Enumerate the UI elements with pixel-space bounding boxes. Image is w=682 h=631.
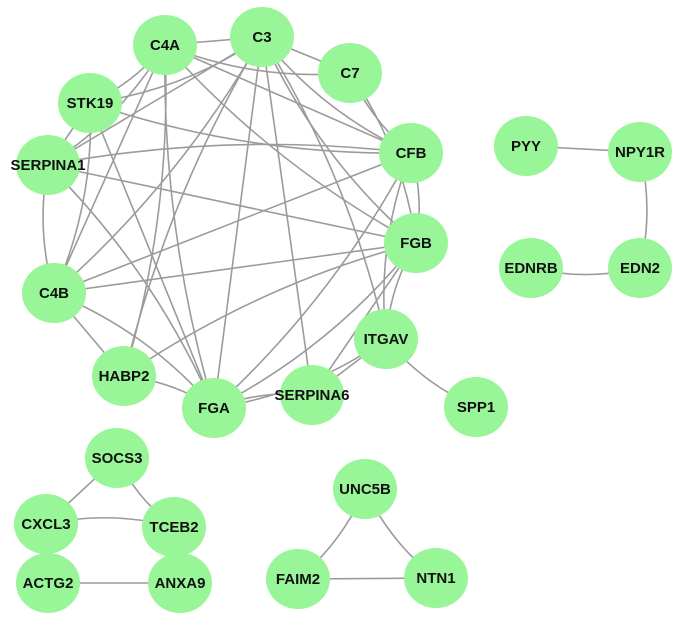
node-fgb[interactable]: FGB	[384, 213, 448, 273]
node-c3[interactable]: C3	[230, 7, 294, 67]
edge-cfb-c4b	[53, 152, 412, 294]
node-label: CXCL3	[21, 516, 70, 533]
node-label: C4A	[150, 37, 180, 54]
node-ellipse	[182, 378, 246, 438]
node-ellipse	[608, 238, 672, 298]
edge-fgb-fga	[213, 242, 417, 409]
edge-fgb-c4b	[53, 242, 417, 294]
node-label: TCEB2	[149, 519, 198, 536]
node-pyy[interactable]: PYY	[494, 116, 558, 176]
edge-cfb-serpina1	[47, 143, 412, 166]
node-ellipse	[379, 123, 443, 183]
node-ellipse	[14, 494, 78, 554]
node-label: SOCS3	[92, 450, 143, 467]
node-label: SERPINA1	[10, 157, 85, 174]
node-label: ITGAV	[364, 331, 409, 348]
edge-cfb-fga	[213, 152, 412, 409]
node-faim2[interactable]: FAIM2	[266, 549, 330, 609]
node-ellipse	[16, 553, 80, 613]
node-label: SPP1	[457, 399, 495, 416]
node-ellipse	[494, 116, 558, 176]
node-cfb[interactable]: CFB	[379, 123, 443, 183]
node-serpina1[interactable]: SERPINA1	[10, 135, 86, 195]
node-label: ANXA9	[155, 575, 206, 592]
node-label: FGB	[400, 235, 432, 252]
node-ellipse	[92, 346, 156, 406]
node-ellipse	[404, 548, 468, 608]
node-ellipse	[499, 238, 563, 298]
node-npy1r[interactable]: NPY1R	[608, 122, 672, 182]
node-label: PYY	[511, 138, 541, 155]
node-anxa9[interactable]: ANXA9	[148, 553, 212, 613]
node-ellipse	[384, 213, 448, 273]
edge-stk19-fga	[89, 102, 215, 409]
edge-serpina1-fga	[47, 164, 215, 409]
node-ellipse	[133, 15, 197, 75]
node-ellipse	[608, 122, 672, 182]
edge-serpina1-fgb	[47, 164, 417, 244]
node-edn2[interactable]: EDN2	[608, 238, 672, 298]
node-unc5b[interactable]: UNC5B	[333, 459, 397, 519]
node-label: NTN1	[416, 570, 455, 587]
node-label: UNC5B	[339, 481, 391, 498]
node-label: NPY1R	[615, 144, 665, 161]
node-ellipse	[142, 497, 206, 557]
node-itgav[interactable]: ITGAV	[354, 309, 418, 369]
edge-c3-habp2	[123, 36, 263, 377]
node-ellipse	[333, 459, 397, 519]
node-ellipse	[354, 309, 418, 369]
edge-c4a-c4b	[53, 44, 166, 294]
edge-fgb-habp2	[123, 242, 417, 377]
node-spp1[interactable]: SPP1	[444, 377, 508, 437]
node-ellipse	[280, 365, 344, 425]
node-ellipse	[58, 73, 122, 133]
node-serpina6[interactable]: SERPINA6	[274, 365, 350, 425]
node-ntn1[interactable]: NTN1	[404, 548, 468, 608]
node-ellipse	[444, 377, 508, 437]
edge-c4a-fga	[164, 44, 215, 409]
node-ellipse	[16, 135, 80, 195]
node-tceb2[interactable]: TCEB2	[142, 497, 206, 557]
node-habp2[interactable]: HABP2	[92, 346, 156, 406]
node-label: FAIM2	[276, 571, 320, 588]
node-label: EDNRB	[504, 260, 558, 277]
node-ellipse	[85, 428, 149, 488]
node-ednrb[interactable]: EDNRB	[499, 238, 563, 298]
node-label: STK19	[67, 95, 114, 112]
node-ellipse	[318, 43, 382, 103]
node-socs3[interactable]: SOCS3	[85, 428, 149, 488]
edge-c4a-cfb	[164, 44, 412, 154]
node-label: SERPINA6	[274, 387, 349, 404]
node-label: C3	[252, 29, 271, 46]
node-ellipse	[266, 549, 330, 609]
node-label: EDN2	[620, 260, 660, 277]
node-label: CFB	[396, 145, 427, 162]
node-actg2[interactable]: ACTG2	[16, 553, 80, 613]
node-label: HABP2	[99, 368, 150, 385]
node-c7[interactable]: C7	[318, 43, 382, 103]
node-label: ACTG2	[23, 575, 74, 592]
node-label: C4B	[39, 285, 69, 302]
node-cxcl3[interactable]: CXCL3	[14, 494, 78, 554]
node-ellipse	[22, 263, 86, 323]
node-c4b[interactable]: C4B	[22, 263, 86, 323]
node-label: C7	[340, 65, 359, 82]
node-c4a[interactable]: C4A	[133, 15, 197, 75]
node-label: FGA	[198, 400, 230, 417]
edge-stk19-cfb	[89, 102, 412, 154]
node-ellipse	[148, 553, 212, 613]
edge-c3-fga	[213, 36, 263, 409]
node-ellipse	[230, 7, 294, 67]
node-stk19[interactable]: STK19	[58, 73, 122, 133]
node-fga[interactable]: FGA	[182, 378, 246, 438]
